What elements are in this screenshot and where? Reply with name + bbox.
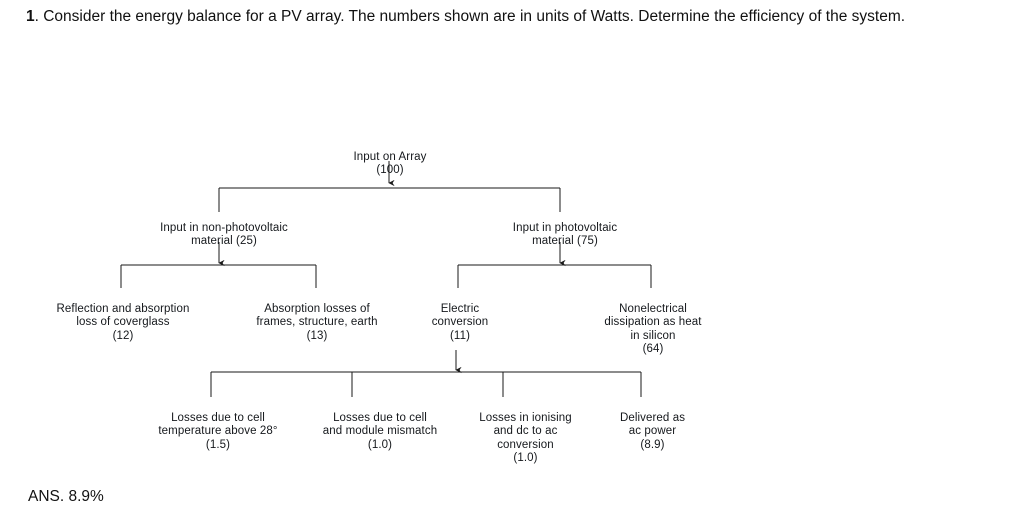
node-reflection-absorption-coverglass-label: Reflection and absorption loss of coverg… xyxy=(56,302,190,329)
node-losses-module-mismatch-label: Losses due to cell and module mismatch xyxy=(322,411,438,438)
node-reflection-absorption-coverglass-value: (12) xyxy=(112,329,134,342)
node-losses-ionising-dc-ac-label: Losses in ionising and dc to ac conversi… xyxy=(479,411,572,451)
node-losses-cell-temperature-label: Losses due to cell temperature above 28° xyxy=(158,411,278,438)
node-reflection-absorption-coverglass: Reflection and absorption loss of coverg… xyxy=(28,289,218,357)
node-losses-module-mismatch-value: (1.0) xyxy=(367,438,393,451)
node-nonelectrical-dissipation-label: Nonelectrical dissipation as heat in sil… xyxy=(604,302,702,342)
node-delivered-ac-power-value: (8.9) xyxy=(640,438,665,451)
node-input-on-array: Input on Array (100) xyxy=(300,137,480,191)
node-electric-conversion: Electric conversion (11) xyxy=(390,289,530,357)
node-losses-ionising-dc-ac: Losses in ionising and dc to ac conversi… xyxy=(448,398,603,479)
node-losses-ionising-dc-ac-value: (1.0) xyxy=(513,452,538,464)
node-absorption-losses-frames: Absorption losses of frames, structure, … xyxy=(222,289,412,357)
node-input-photovoltaic-label: Input in photovoltaic material (75) xyxy=(512,221,618,248)
question-text: . Consider the energy balance for a PV a… xyxy=(34,8,906,25)
question-number: 1 xyxy=(26,8,35,25)
flowchart-connectors xyxy=(120,161,652,397)
node-input-on-array-label: Input on Array xyxy=(353,150,427,163)
node-input-non-photovoltaic: Input in non-photovoltaic material (25) xyxy=(84,208,364,249)
answer-line: ANS. 8.9% xyxy=(28,488,104,505)
node-input-photovoltaic: Input in photovoltaic material (75) xyxy=(425,208,705,249)
node-nonelectrical-dissipation: Nonelectrical dissipation as heat in sil… xyxy=(538,289,768,370)
node-electric-conversion-value: (11) xyxy=(450,329,470,342)
node-losses-cell-temperature-value: (1.5) xyxy=(205,438,231,451)
node-electric-conversion-label: Electric conversion xyxy=(431,302,489,329)
node-absorption-losses-frames-value: (13) xyxy=(306,329,328,342)
node-input-on-array-value: (100) xyxy=(376,164,404,176)
node-losses-module-mismatch: Losses due to cell and module mismatch (… xyxy=(300,398,460,466)
node-losses-cell-temperature: Losses due to cell temperature above 28°… xyxy=(133,398,303,466)
energy-balance-flowchart: Input on Array (100) Input in non-photov… xyxy=(0,95,1024,480)
node-delivered-ac-power: Delivered as ac power (8.9) xyxy=(590,398,715,466)
node-nonelectrical-dissipation-value: (64) xyxy=(642,343,664,355)
node-delivered-ac-power-label: Delivered as ac power xyxy=(619,411,686,438)
question-prompt: 1. Consider the energy balance for a PV … xyxy=(26,4,1001,29)
node-absorption-losses-frames-label: Absorption losses of frames, structure, … xyxy=(256,302,378,329)
node-input-non-photovoltaic-label: Input in non-photovoltaic material (25) xyxy=(160,221,288,248)
